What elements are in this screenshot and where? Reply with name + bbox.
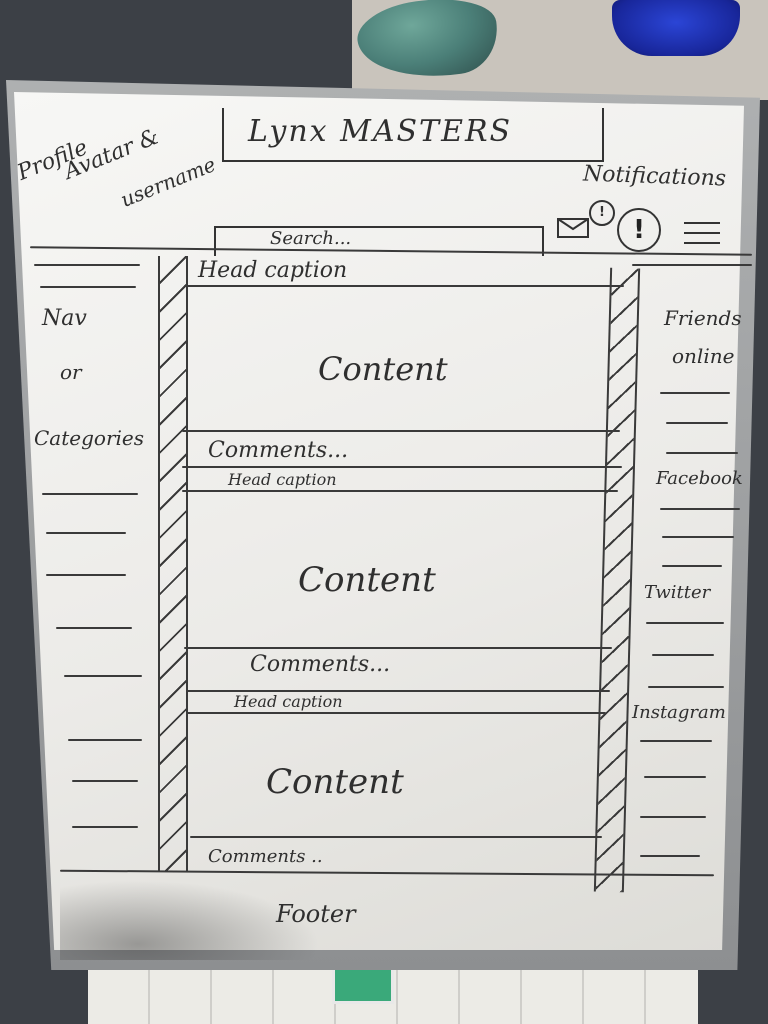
post-head-caption: Head caption xyxy=(234,692,343,711)
friend-list-line[interactable] xyxy=(640,740,712,742)
left-nav-line[interactable] xyxy=(72,826,138,828)
friend-list-line[interactable] xyxy=(662,536,734,538)
friend-list-line[interactable] xyxy=(646,622,724,624)
post-divider xyxy=(184,647,612,649)
site-title[interactable]: Lynx MASTERS xyxy=(248,114,513,149)
left-nav-line[interactable] xyxy=(68,739,142,741)
friend-list-line[interactable] xyxy=(660,392,730,394)
twitter-label[interactable]: Twitter xyxy=(644,582,711,603)
post-divider xyxy=(182,466,622,468)
left-nav-line[interactable] xyxy=(46,574,126,576)
post-comments[interactable]: Comments... xyxy=(250,652,391,677)
left-nav-line[interactable] xyxy=(64,675,142,677)
post-content: Content xyxy=(318,350,448,388)
friend-list-line[interactable] xyxy=(662,565,722,567)
online-label: online xyxy=(672,344,735,368)
friend-list-line[interactable] xyxy=(666,422,728,424)
blue-ornament xyxy=(612,0,740,56)
friend-list-line[interactable] xyxy=(644,776,706,778)
post-divider xyxy=(186,690,610,692)
site-title-box xyxy=(222,108,604,162)
photo-shadow xyxy=(60,880,320,960)
post-divider xyxy=(190,836,602,838)
left-nav-line[interactable] xyxy=(42,493,138,495)
left-nav-line xyxy=(40,286,136,288)
search-placeholder: Search... xyxy=(270,228,352,249)
facebook-label[interactable]: Facebook xyxy=(656,468,743,489)
post-head-caption: Head caption xyxy=(198,258,348,283)
alert-icon[interactable]: ! xyxy=(617,208,661,252)
friend-list-line[interactable] xyxy=(652,654,714,656)
notifications-label: Notifications xyxy=(582,161,727,192)
left-scrollbar-hatch xyxy=(158,256,188,872)
left-nav-line[interactable] xyxy=(72,780,138,782)
instagram-label[interactable]: Instagram xyxy=(632,702,726,723)
friend-list-line[interactable] xyxy=(640,855,700,857)
right-sidebar-divider xyxy=(632,264,752,266)
friend-list-line[interactable] xyxy=(660,508,740,510)
post-comments[interactable]: Comments... xyxy=(208,438,349,463)
footer-label: Footer xyxy=(276,900,356,928)
or-label: or xyxy=(60,360,82,384)
nav-label: Nav xyxy=(42,306,87,331)
mail-icon[interactable] xyxy=(557,218,589,238)
friend-list-line[interactable] xyxy=(666,452,738,454)
post-divider xyxy=(182,490,618,492)
categories-label: Categories xyxy=(34,426,144,450)
friends-label: Friends xyxy=(664,306,742,330)
post-divider xyxy=(182,430,620,432)
post-head-caption: Head caption xyxy=(228,470,337,489)
post-divider xyxy=(184,285,624,287)
left-nav-line[interactable] xyxy=(46,532,126,534)
friend-list-line[interactable] xyxy=(648,686,724,688)
post-divider xyxy=(186,712,606,714)
menu-icon[interactable] xyxy=(684,222,720,246)
post-content: Content xyxy=(298,560,436,600)
left-nav-line xyxy=(34,264,140,266)
search-input[interactable] xyxy=(214,226,544,256)
friend-list-line[interactable] xyxy=(640,816,706,818)
post-content: Content xyxy=(266,762,404,802)
notification-badge-icon[interactable]: ! xyxy=(589,200,615,226)
post-comments[interactable]: Comments .. xyxy=(208,846,323,867)
left-nav-line[interactable] xyxy=(56,627,132,629)
